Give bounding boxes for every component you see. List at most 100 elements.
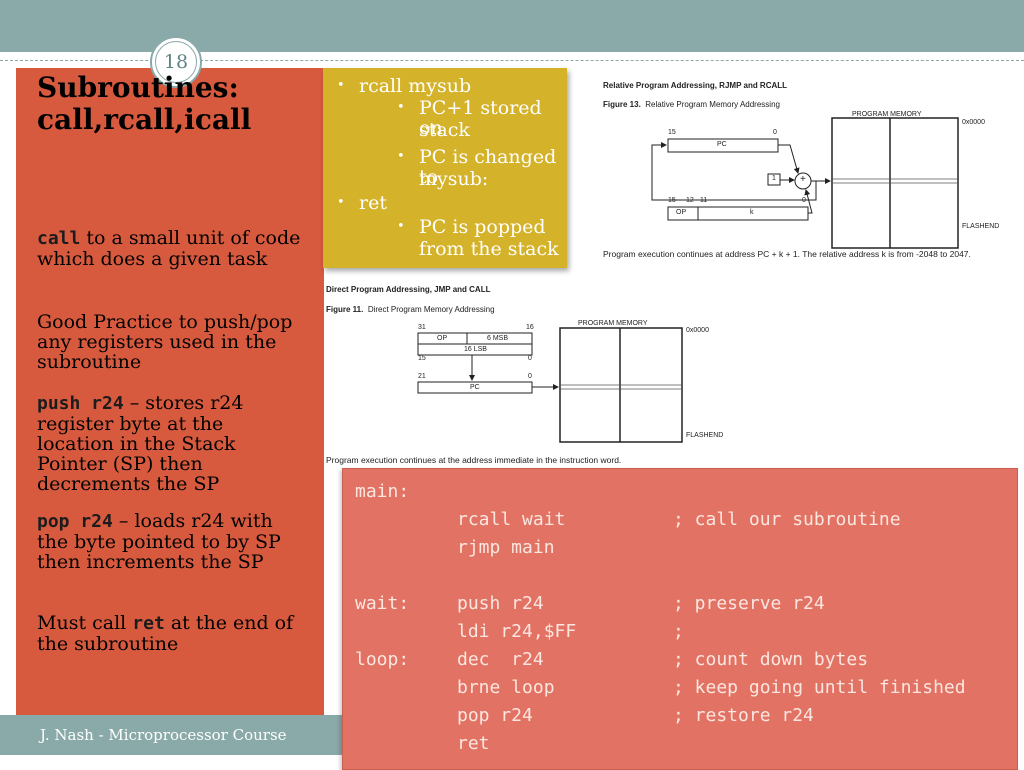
code-push: push r24 xyxy=(37,393,124,414)
callout-item-pc-stored: • PC+1 stored on xyxy=(397,97,567,139)
direct-bit0b: 0 xyxy=(528,373,532,380)
paragraph-push-text: – stores r24 register byte at the locati… xyxy=(37,392,244,495)
footer-text: J. Nash - Microprocessor Course xyxy=(40,726,287,744)
direct-op-label: OP xyxy=(437,335,448,342)
code-label: main: xyxy=(355,481,410,502)
direct-bit15: 15 xyxy=(418,355,426,362)
slide-title-line1: Subroutines: xyxy=(37,71,239,104)
direct-lsb-register xyxy=(417,343,533,356)
code-comment: ; restore r24 xyxy=(673,705,814,726)
code-comment: ; xyxy=(673,621,684,642)
direct-figure-title: Direct Program Memory Addressing xyxy=(367,305,495,314)
direct-bit31: 31 xyxy=(418,324,426,331)
code-instruction: push r24 xyxy=(457,593,544,614)
slide-title-line2: call,rcall,icall xyxy=(37,103,252,136)
relative-bits-12: 12 xyxy=(686,197,694,204)
bullet-dot: • xyxy=(397,149,405,164)
relative-k-label: k xyxy=(750,209,754,216)
code-pop: pop r24 xyxy=(37,511,113,532)
code-instruction: pop r24 xyxy=(457,705,533,726)
callout-box: •rcall mysub • PC+1 stored on stack • PC i… xyxy=(323,68,567,268)
relative-bit0: 0 xyxy=(773,129,777,136)
code-instruction: rjmp main xyxy=(457,537,555,558)
code-line: main: xyxy=(343,481,1017,509)
direct-pc-label: PC xyxy=(470,384,480,391)
callout-item-from-stack: from the stack xyxy=(419,239,559,259)
relative-pc-label: PC xyxy=(717,141,727,148)
direct-op-register xyxy=(417,332,533,345)
code-label: wait: xyxy=(355,593,410,614)
relative-addr-top: 0x0000 xyxy=(962,119,985,126)
code-comment: ; call our subroutine xyxy=(673,509,901,530)
callout-item-text: PC is changed to xyxy=(419,146,557,188)
code-line: ret xyxy=(343,733,1017,761)
relative-addr-bottom: FLASHEND xyxy=(962,223,1000,230)
relative-bit15: 15 xyxy=(668,129,676,136)
code-line: wait:push r24; preserve r24 xyxy=(343,593,1017,621)
paragraph-call: call to a small unit of code which does … xyxy=(37,228,305,269)
callout-item-rcall: •rcall mysub xyxy=(337,75,472,97)
code-line: pop r24 ; restore r24 xyxy=(343,705,1017,733)
callout-item-text: PC+1 stored on xyxy=(419,97,542,139)
code-label: loop: xyxy=(355,649,410,670)
relative-heading: Relative Program Addressing, RJMP and RC… xyxy=(603,81,788,90)
paragraph-pop-text: – loads r24 with the byte pointed to by … xyxy=(37,510,281,573)
code-instruction: dec r24 xyxy=(457,649,544,670)
callout-item-pc-changed: • PC is changed to xyxy=(397,146,567,188)
top-bar xyxy=(0,0,1024,52)
slide-title: Subroutines: call,rcall,icall xyxy=(37,72,297,136)
direct-addr-top: 0x0000 xyxy=(686,327,709,334)
bullet-dot: • xyxy=(397,100,405,115)
callout-item-text: rcall mysub xyxy=(359,75,472,97)
direct-figure-number: Figure 11. xyxy=(326,305,364,314)
relative-bits-15: 15 xyxy=(668,197,676,204)
code-instruction: brne loop xyxy=(457,677,555,698)
direct-memory-label: PROGRAM MEMORY xyxy=(578,320,648,327)
paragraph-good-practice-text: Good Practice to push/pop any registers … xyxy=(37,311,293,373)
paragraph-call-text: to a small unit of code which does a giv… xyxy=(37,227,301,270)
relative-memory-label: PROGRAM MEMORY xyxy=(852,111,922,118)
code-listing: main: rcall wait ; call our subroutine rj… xyxy=(342,468,1018,770)
code-instruction: rcall wait xyxy=(457,509,566,530)
code-line: ldi r24,$FF; xyxy=(343,621,1017,649)
relative-figure-number: Figure 13. xyxy=(603,100,641,109)
direct-heading: Direct Program Addressing, JMP and CALL xyxy=(326,285,491,294)
code-comment: ; count down bytes xyxy=(673,649,869,670)
code-line: rcall wait ; call our subroutine xyxy=(343,509,1017,537)
direct-bit0a: 0 xyxy=(528,355,532,362)
paragraph-push: push r24 – stores r24 register byte at t… xyxy=(37,393,305,494)
relative-plus: + xyxy=(800,174,806,185)
code-line: loop: dec r24 ; count down bytes xyxy=(343,649,1017,677)
direct-msb-label: 6 MSB xyxy=(487,335,509,342)
relative-figure-caption: Figure 13. Relative Program Memory Addre… xyxy=(603,100,780,109)
code-call: call xyxy=(37,228,81,249)
callout-item-mysub: mysub: xyxy=(419,169,488,189)
direct-bit16: 16 xyxy=(526,324,534,331)
code-instruction: ret xyxy=(457,733,490,754)
header-divider xyxy=(0,60,1024,61)
code-line: brne loop; keep going until finished xyxy=(343,677,1017,705)
callout-item-text: PC is popped xyxy=(419,216,546,238)
relative-bits-0: 0 xyxy=(802,197,806,204)
direct-addr-bottom: FLASHEND xyxy=(686,432,724,439)
direct-bit21: 21 xyxy=(418,373,426,380)
addressing-diagrams xyxy=(417,117,959,443)
callout-item-text: mysub: xyxy=(419,168,489,190)
callout-item-text: from the stack xyxy=(419,238,559,260)
datasheet-figures: Relative Program Addressing, RJMP and RC… xyxy=(322,60,1022,470)
callout-item-text: ret xyxy=(359,192,387,214)
relative-op-k-register xyxy=(667,206,809,221)
relative-note: Program execution continues at address P… xyxy=(603,249,971,259)
direct-lsb-label: 16 LSB xyxy=(464,346,487,353)
paragraph-ret-after: at the end of the subroutine xyxy=(37,612,294,655)
paragraph-ret: Must call ret at the end of the subrouti… xyxy=(37,613,305,654)
code-instruction: ldi r24,$FF xyxy=(457,621,577,642)
direct-note: Program execution continues at the addre… xyxy=(326,455,622,465)
callout-item-text: stack xyxy=(419,119,470,141)
left-panel xyxy=(16,68,324,715)
relative-bits-11: 11 xyxy=(700,197,708,204)
callout-item-stack: stack xyxy=(419,120,470,140)
code-line xyxy=(343,565,1017,593)
code-line: rjmp main xyxy=(343,537,1017,565)
paragraph-ret-before: Must call xyxy=(37,612,133,634)
